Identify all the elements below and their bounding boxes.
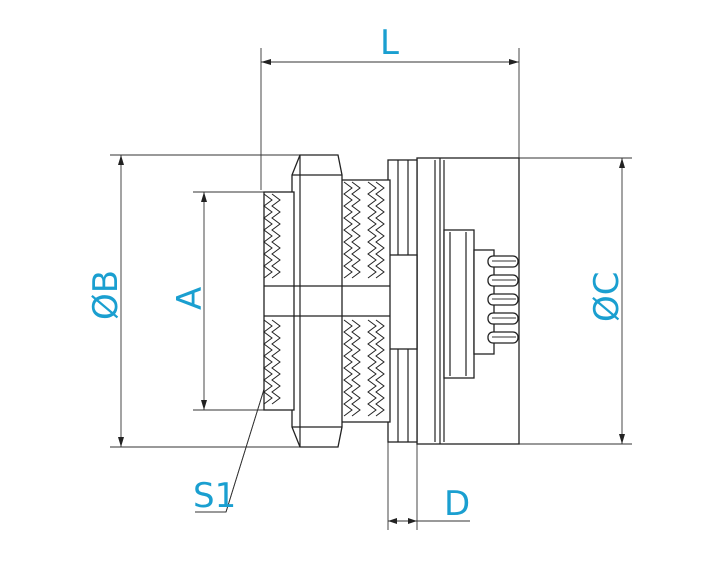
dimension-c: ØC (440, 157, 632, 445)
label-l: L (380, 23, 399, 63)
pin (487, 331, 519, 344)
pin (487, 255, 519, 268)
dimension-a: A (170, 191, 272, 411)
pin (487, 312, 519, 325)
hex-nut (291, 154, 343, 448)
label-c: ØC (587, 271, 627, 322)
panel-flange (387, 159, 418, 443)
label-a: A (170, 287, 210, 310)
thread-profile (367, 319, 377, 417)
thread-profile (375, 319, 385, 417)
thread-profile (343, 319, 353, 417)
dimension-l: L (260, 23, 520, 262)
pin (487, 293, 519, 306)
threaded-body-rear (337, 179, 391, 423)
thread-profile (271, 193, 281, 279)
dimension-d: D (387, 440, 470, 530)
thread-profile (375, 181, 385, 279)
dimension-b: ØB (86, 154, 300, 448)
threaded-sleeve-front (263, 191, 295, 411)
label-s1: S1 (193, 476, 236, 516)
thread-profile (263, 319, 273, 405)
thread-profile (263, 193, 273, 279)
label-b: ØB (86, 270, 126, 320)
thread-profile (367, 181, 377, 279)
thread-profile (343, 181, 353, 279)
thread-profile (351, 319, 361, 417)
label-d: D (444, 484, 470, 524)
contact-pins (487, 255, 519, 344)
thread-profile (271, 319, 281, 405)
pin (487, 274, 519, 287)
thread-profile (351, 181, 361, 279)
